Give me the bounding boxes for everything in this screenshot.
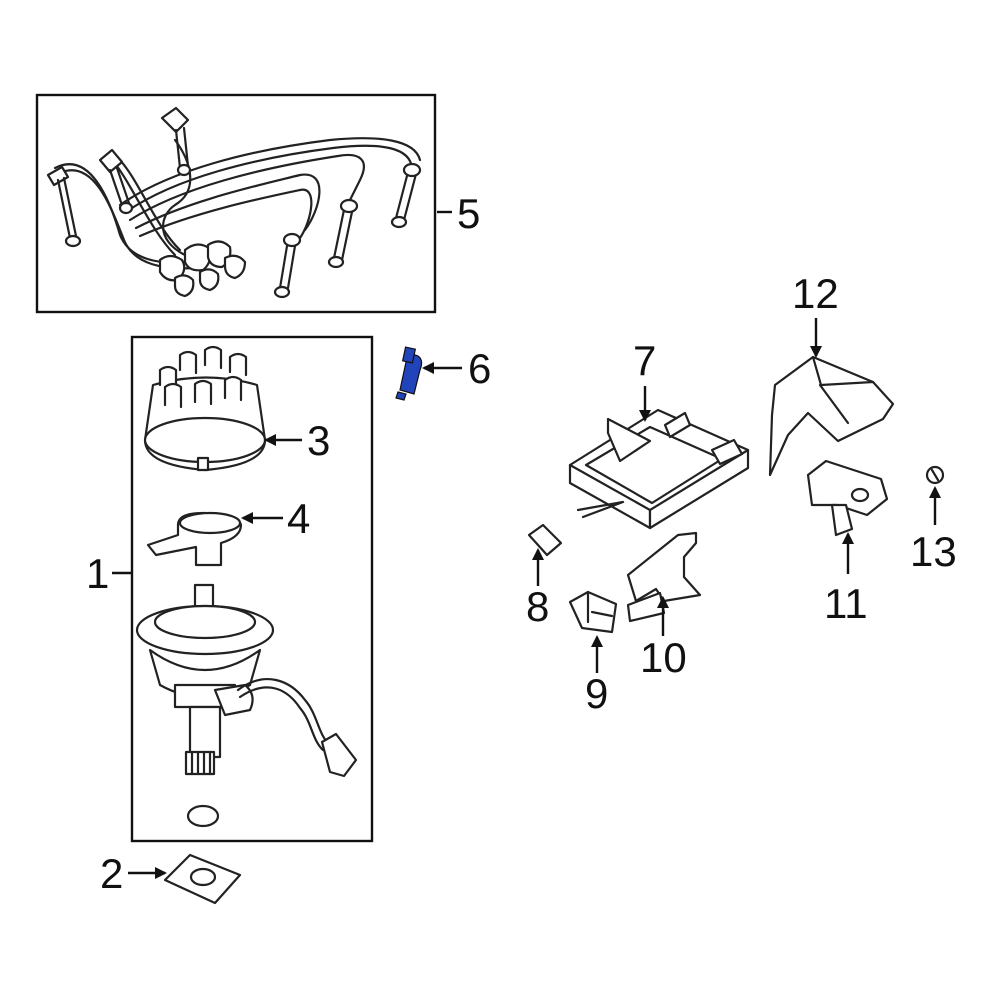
callout-7: 7 [633,337,656,384]
small-clip[interactable] [527,523,563,557]
connector-plug[interactable] [568,590,618,634]
gasket-hole-icon [189,867,217,887]
callout-10: 10 [640,634,687,681]
callout-1: 1 [86,550,109,597]
callout-13: 13 [910,528,957,575]
callout-3: 3 [307,417,330,464]
distributor-assembly-box [130,335,374,843]
control-module[interactable] [568,408,750,530]
ignition-wire-set-box [35,93,437,314]
distributor-body[interactable] [135,583,358,828]
throttle-position-sensor[interactable] [806,459,889,537]
callout-6: 6 [468,345,491,392]
callout-5: 5 [457,190,480,237]
callout-9: 9 [585,670,608,717]
distributor-cap[interactable] [143,345,267,472]
callout-4: 4 [287,495,310,542]
small-bolt[interactable] [925,465,945,485]
callout-11: 11 [824,580,868,627]
rotor[interactable] [146,511,243,567]
ignition-wire-set[interactable] [46,106,422,299]
callout-8: 8 [526,583,549,630]
callout-12: 12 [792,270,839,317]
module-cover[interactable] [768,355,895,477]
callout-2: 2 [100,850,123,897]
highlighted-sensor[interactable] [395,346,423,401]
mounting-bracket[interactable] [626,531,702,623]
